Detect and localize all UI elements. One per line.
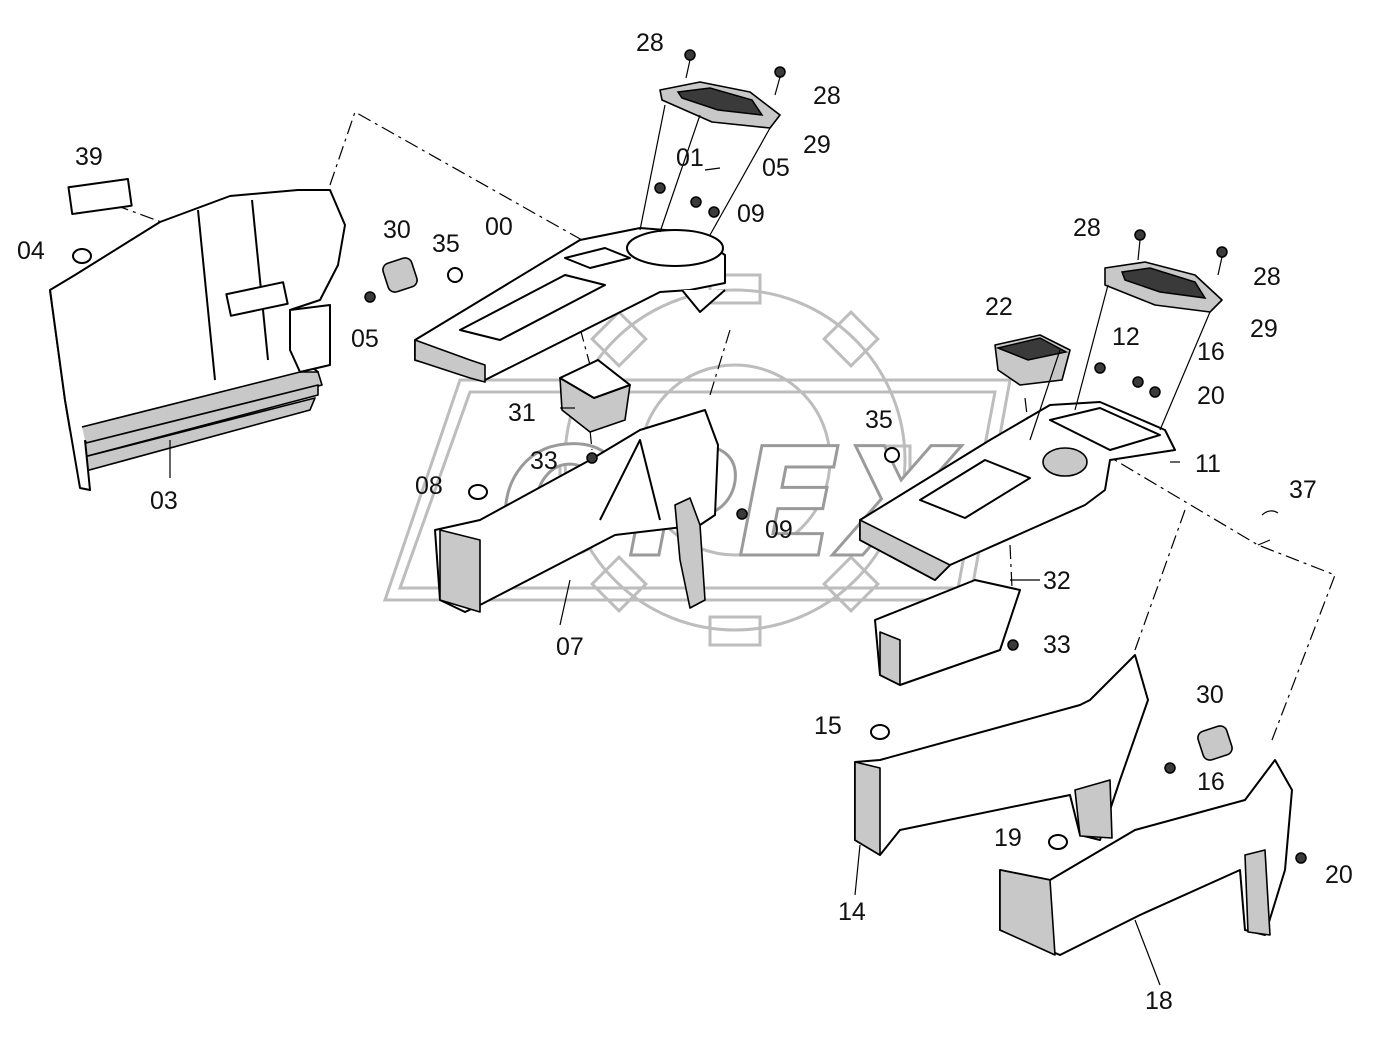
callout-12: 12 — [1112, 323, 1140, 351]
part-20-screw-bottom — [1295, 852, 1307, 864]
callout-28: 28 — [636, 29, 664, 57]
part-00-console-left — [414, 227, 726, 383]
part-08-clip — [468, 484, 488, 500]
part-33-screw-right — [1007, 639, 1019, 651]
callout-16: 16 — [1197, 338, 1225, 366]
part-33-screw-left — [586, 452, 598, 464]
part-28-bolt-c — [1134, 229, 1146, 241]
fasteners — [72, 49, 1307, 864]
part-11-console-right — [859, 401, 1176, 581]
part-29-vent-cover-left — [659, 81, 781, 129]
part-20-screw-top — [1149, 386, 1161, 398]
callout-30: 30 — [383, 216, 411, 244]
watermark-gear-teeth — [558, 273, 912, 647]
callout-05: 05 — [762, 154, 790, 182]
part-31-cup-bin — [559, 359, 631, 433]
callouts: 28 28 29 01 05 09 39 04 30 35 00 05 03 3… — [17, 29, 1353, 1015]
part-09-screw-center — [736, 508, 748, 520]
callout-04: 04 — [17, 237, 45, 265]
part-28-bolt-b — [774, 66, 786, 78]
part-15-clip — [870, 724, 890, 740]
callout-18: 18 — [1145, 987, 1173, 1015]
part-35-clip-right — [884, 447, 900, 463]
part-39-label-plate — [67, 177, 133, 216]
callout-01: 01 — [676, 144, 704, 172]
callout-30: 30 — [1196, 681, 1224, 709]
part-18-rear-panel — [999, 759, 1293, 956]
callout-33: 33 — [1043, 631, 1071, 659]
callout-28: 28 — [1253, 263, 1281, 291]
callout-28: 28 — [813, 82, 841, 110]
callout-09: 09 — [765, 516, 793, 544]
part-01-duct-left — [639, 104, 771, 236]
callout-16: 16 — [1197, 768, 1225, 796]
callout-14: 14 — [838, 898, 866, 926]
part-12-screw — [1094, 362, 1106, 374]
part-05-screw-top — [690, 196, 702, 208]
part-37-hose-clip — [1261, 510, 1279, 516]
callout-37: 37 — [1289, 476, 1317, 504]
part-03-left-panel — [49, 189, 346, 491]
part-30-grommet-left — [382, 257, 418, 293]
part-28-bolt-d — [1216, 246, 1228, 258]
part-32-tray — [874, 579, 1021, 686]
callout-20: 20 — [1325, 861, 1353, 889]
callout-32: 32 — [1043, 567, 1071, 595]
part-30-grommet-right — [1197, 725, 1233, 761]
callout-15: 15 — [814, 712, 842, 740]
callout-31: 31 — [508, 399, 536, 427]
part-35-clip-left — [447, 267, 463, 283]
part-14-right-panel — [854, 654, 1149, 856]
callout-19: 19 — [994, 824, 1022, 852]
part-09-screw-top — [708, 206, 720, 218]
callout-35: 35 — [865, 406, 893, 434]
callout-09: 09 — [737, 200, 765, 228]
callout-20: 20 — [1197, 382, 1225, 410]
callout-08: 08 — [415, 472, 443, 500]
callout-leaders — [169, 167, 1271, 986]
part-29-vent-cover-right — [1074, 261, 1223, 431]
callout-22: 22 — [985, 293, 1013, 321]
callout-33: 33 — [530, 447, 558, 475]
callout-00: 00 — [485, 213, 513, 241]
callout-11: 11 — [1195, 450, 1221, 478]
callout-03: 03 — [150, 487, 178, 515]
callout-29: 29 — [1250, 315, 1278, 343]
callout-05: 05 — [351, 325, 379, 353]
part-04-clip — [72, 248, 92, 264]
part-01-screw — [654, 182, 666, 194]
part-28-bolt-a — [684, 49, 696, 61]
part-16-screw-top — [1132, 376, 1144, 388]
callout-35: 35 — [432, 230, 460, 258]
watermark-gear-outer — [563, 288, 907, 632]
callout-07: 07 — [556, 633, 584, 661]
callout-39: 39 — [75, 143, 103, 171]
assembly-lines — [114, 111, 1336, 741]
part-07-center-panel — [434, 409, 719, 613]
part-19-clip — [1048, 834, 1068, 850]
part-05-screw-left — [364, 291, 376, 303]
callout-29: 29 — [803, 131, 831, 159]
part-16-screw-bottom — [1164, 762, 1176, 774]
callout-28: 28 — [1073, 214, 1101, 242]
part-22-switch-box — [994, 334, 1071, 386]
